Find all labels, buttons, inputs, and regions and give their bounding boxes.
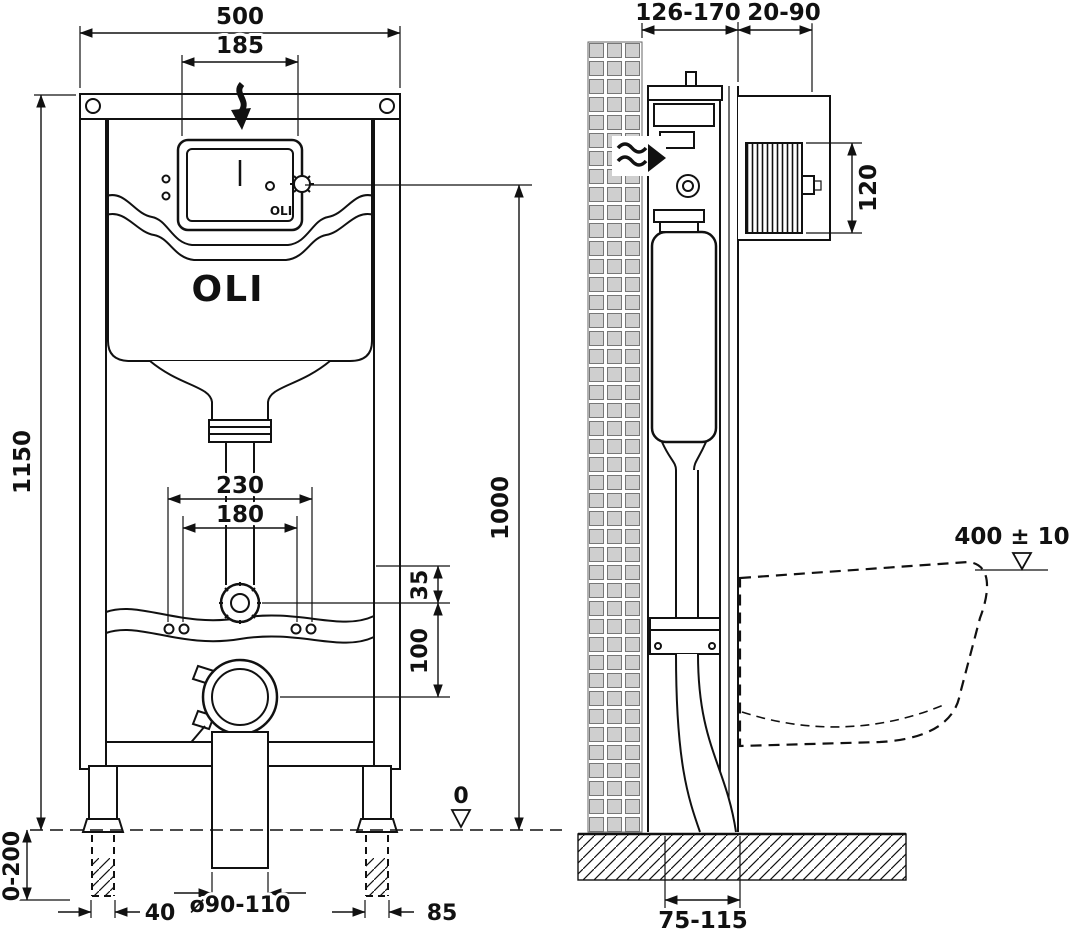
panel-oli-logo: OLI	[270, 204, 292, 218]
foot-plate-left	[81, 818, 125, 833]
toilet-bowl-outline	[738, 560, 989, 748]
panel-hole	[265, 181, 275, 191]
refill-arrow-icon	[231, 81, 251, 130]
front-view: OLI OLI	[79, 81, 401, 897]
gear-symbol-icon	[290, 172, 314, 196]
drain-outlet	[187, 658, 279, 747]
foot-extension-left	[91, 835, 115, 897]
oli-logo: OLI	[192, 269, 265, 310]
dim-400-10: 400 ± 10	[954, 524, 1069, 550]
dim-230: 230	[216, 473, 264, 499]
dim-20-90: 20-90	[747, 0, 821, 26]
dim-120: 120	[856, 164, 882, 212]
dim-100: 100	[408, 628, 433, 674]
water-inlet-assembly	[105, 582, 375, 644]
dim-500: 500	[216, 4, 264, 30]
dim-85: 85	[427, 901, 458, 926]
dim-drain-diameter: ø90-110	[190, 893, 291, 918]
top-assembly-side	[647, 71, 723, 233]
dim-75-115: 75-115	[658, 908, 748, 934]
foot-plate-right	[355, 818, 399, 833]
dim-185: 185	[216, 33, 264, 59]
dim-40: 40	[145, 901, 176, 926]
datum-triangle-icon	[450, 809, 472, 829]
level-marker-icon	[1011, 552, 1033, 571]
water-supply-arrow-icon	[612, 136, 666, 176]
mounting-bracket-band	[105, 194, 375, 261]
foot-extension-right	[365, 835, 389, 897]
dim-126-170: 126-170	[635, 0, 741, 26]
dim-35: 35	[408, 570, 433, 601]
bowl-height-marker: 400 ± 10	[951, 521, 1073, 571]
cistern-tank-side	[649, 230, 737, 833]
actuator-plate-section	[745, 142, 803, 234]
datum-zero-label: 0	[453, 784, 468, 809]
fixing-hole-left	[85, 98, 101, 114]
flush-plate-side	[738, 95, 831, 241]
side-dimensions: 126-170 20-90 120 400 ± 10 75-115	[632, 0, 1073, 937]
dim-1150: 1150	[10, 430, 36, 494]
plate-knob	[801, 175, 815, 195]
access-panel: OLI	[161, 138, 314, 232]
floor-hatch	[577, 832, 907, 881]
dim-0-200: 0-200	[0, 831, 25, 901]
side-view	[577, 41, 989, 881]
outlet-elbow	[676, 654, 736, 832]
frame-structure	[79, 93, 401, 770]
dim-180: 180	[216, 502, 264, 528]
fixing-hole-right	[379, 98, 395, 114]
dim-1000: 1000	[488, 476, 514, 540]
drain-pipe	[211, 731, 269, 869]
front-dimensions: 500 185 1150 1000 230 180 35 100 0	[0, 1, 562, 929]
